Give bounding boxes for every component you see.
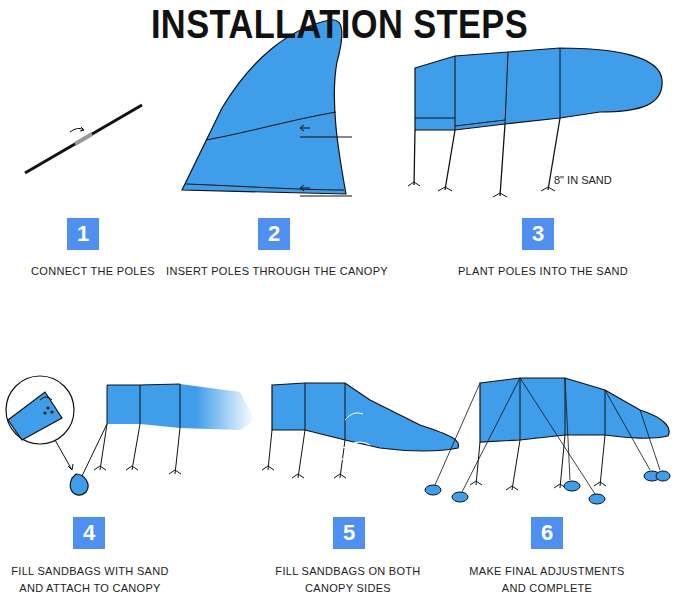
step-caption: CONNECT THE POLES bbox=[3, 263, 183, 280]
step-caption: MAKE FINAL ADJUSTMENTS AND COMPLETE bbox=[457, 563, 637, 596]
step-caption: FILL SANDBAGS ON BOTH CANOPY SIDES bbox=[268, 563, 428, 596]
step-caption: INSERT POLES THROUGH THE CANOPY bbox=[152, 263, 402, 280]
step-number: 3 bbox=[532, 221, 544, 247]
step-number-box: 2 bbox=[258, 218, 290, 250]
step-number: 2 bbox=[268, 221, 280, 247]
step-number-box: 3 bbox=[522, 218, 554, 250]
step-number-box: 5 bbox=[333, 517, 365, 549]
title: INSTALLATION STEPS bbox=[48, 2, 632, 47]
step-number: 4 bbox=[83, 520, 95, 546]
step-number-box: 1 bbox=[67, 218, 99, 250]
step-number: 1 bbox=[77, 221, 89, 247]
step-caption: FILL SANDBAGS WITH SAND AND ATTACH TO CA… bbox=[5, 563, 175, 596]
step-number: 6 bbox=[541, 520, 553, 546]
step-caption: PLANT POLES INTO THE SAND bbox=[433, 263, 653, 280]
step-number: 5 bbox=[343, 520, 355, 546]
step-number-box: 6 bbox=[531, 517, 563, 549]
dimension-label: 8" IN SAND bbox=[552, 174, 614, 186]
step-number-box: 4 bbox=[73, 517, 105, 549]
